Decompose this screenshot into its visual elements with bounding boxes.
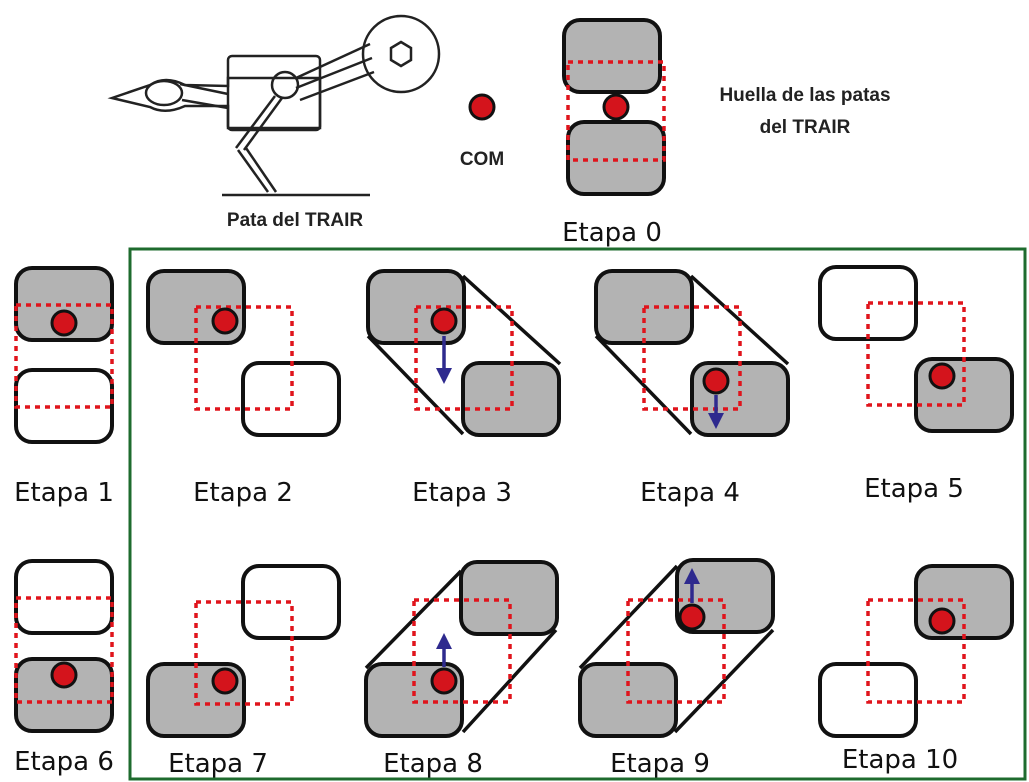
support-polygon xyxy=(566,60,666,162)
stage-label: Etapa 2 xyxy=(193,478,293,508)
pad-front xyxy=(562,18,662,94)
leg-actuator-hex xyxy=(389,40,413,68)
leg-caption: Pata del TRAIR xyxy=(227,210,363,231)
stage-label: Etapa 10 xyxy=(842,745,958,775)
leg-thigh xyxy=(235,95,276,149)
stages-group: Etapa 1 Etapa 2 Etapa 3 Etapa 4 Etapa 5 Etapa… xyxy=(14,265,1014,779)
leg-link-3 xyxy=(299,70,375,102)
support-polygon xyxy=(14,303,114,409)
stage-label: Etapa 1 xyxy=(14,478,114,508)
leg-knee-joint xyxy=(270,70,300,100)
stage-label: Etapa 3 xyxy=(412,478,512,508)
pad-transfer-outline xyxy=(673,628,775,734)
motion-arrow-head xyxy=(684,568,700,584)
stage-5: Etapa 5 xyxy=(818,265,1014,504)
stage-3: Etapa 3 xyxy=(366,269,562,508)
stage-10: Etapa 10 xyxy=(818,564,1014,775)
support-polygon xyxy=(866,301,966,407)
stage-label: Etapa 9 xyxy=(610,749,710,779)
motion-arrow-head xyxy=(436,368,452,384)
pad-transfer-outline xyxy=(578,564,679,670)
stage-label: Etapa 7 xyxy=(168,749,268,779)
pad-transfer-outline xyxy=(689,274,790,366)
com-marker xyxy=(928,607,956,635)
com-caption: COM xyxy=(460,149,504,170)
leg-shin-2 xyxy=(244,147,278,193)
stage-9: Etapa 9 xyxy=(578,558,775,779)
pad-transfer-outline xyxy=(594,334,693,436)
com-marker xyxy=(430,307,458,335)
leg-actuator-wheel xyxy=(361,14,441,94)
stage-6: Etapa 6 xyxy=(14,559,114,777)
com-marker xyxy=(211,667,239,695)
stages-frame xyxy=(128,247,1027,781)
com-marker xyxy=(50,309,78,337)
pad-transfer-outline xyxy=(461,628,558,734)
pad-transfer-outline xyxy=(366,334,465,436)
com-marker xyxy=(702,367,730,395)
motion-arrow-head xyxy=(708,413,724,429)
leg-thigh-2 xyxy=(242,97,284,151)
leg-sketch: Pata del TRAIR xyxy=(107,14,441,231)
stage-label: Etapa 6 xyxy=(14,747,114,777)
leg-link-4 xyxy=(179,82,229,96)
com-marker xyxy=(430,667,458,695)
support-polygon xyxy=(194,600,294,706)
stage-4: Etapa 4 xyxy=(594,269,790,508)
stage-7: Etapa 7 xyxy=(146,564,341,779)
pad-transfer-outline xyxy=(461,274,562,366)
com-legend-dot xyxy=(468,93,496,121)
support-polygon xyxy=(626,598,726,704)
com-marker xyxy=(50,661,78,689)
leg-hip-joint xyxy=(144,79,184,107)
support-polygon xyxy=(194,305,294,411)
leg-body-outline xyxy=(107,76,322,130)
stage-0-label: Etapa 0 xyxy=(562,218,662,248)
com-marker xyxy=(678,603,706,631)
com-marker xyxy=(928,362,956,390)
stage-label: Etapa 4 xyxy=(640,478,740,508)
pad-transfer-outline xyxy=(364,569,463,670)
pad-rear xyxy=(566,120,666,196)
support-polygon xyxy=(412,598,512,704)
com-marker xyxy=(211,307,239,335)
support-polygon xyxy=(866,598,966,704)
stage-8: Etapa 8 xyxy=(364,560,559,779)
pad-front-right xyxy=(459,560,559,636)
leg-link-5 xyxy=(181,98,229,110)
footprint-caption-line2: del TRAIR xyxy=(760,117,851,138)
motion-arrow-head xyxy=(436,633,452,649)
leg-link-1 xyxy=(295,42,371,80)
stage-0-diagram xyxy=(562,18,666,196)
footprint-caption-line1: Huella de las patas xyxy=(719,85,890,106)
support-polygon xyxy=(414,305,514,411)
stage-label: Etapa 8 xyxy=(383,749,483,779)
leg-link-2 xyxy=(295,56,373,90)
stage-2: Etapa 2 xyxy=(146,269,341,508)
stage-1: Etapa 1 xyxy=(14,266,114,508)
com-marker xyxy=(602,93,630,121)
support-polygon xyxy=(642,305,742,411)
stage-label: Etapa 5 xyxy=(864,474,964,504)
leg-shin xyxy=(236,149,270,193)
